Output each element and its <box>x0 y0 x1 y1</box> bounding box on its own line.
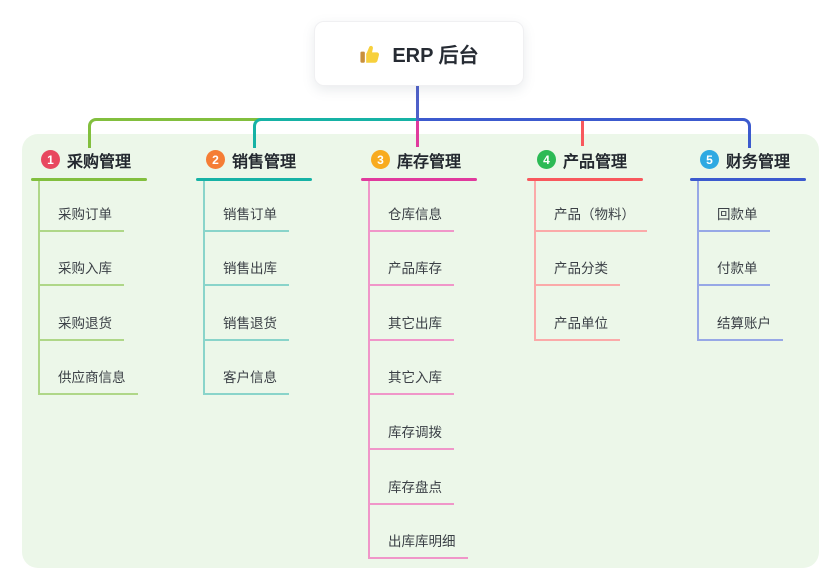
child-node[interactable]: 产品库存 <box>368 261 454 287</box>
child-node[interactable]: 销售退货 <box>203 316 289 341</box>
branch-number-badge: 4 <box>537 150 556 169</box>
child-node-label: 库存调拨 <box>388 424 442 440</box>
root-stem-line <box>416 84 419 121</box>
child-node-label: 产品单位 <box>554 315 608 331</box>
child-node-label: 产品库存 <box>388 261 442 277</box>
connector-branch-2 <box>253 118 419 148</box>
child-node-label: 采购退货 <box>58 315 112 331</box>
branch-number-badge: 1 <box>41 150 60 169</box>
child-node-label: 出库库明细 <box>388 534 456 550</box>
child-node[interactable]: 采购入库 <box>38 261 124 287</box>
child-node[interactable]: 客户信息 <box>203 370 289 396</box>
branch-underline-5 <box>690 178 806 181</box>
child-node-label: 其它入库 <box>388 370 442 386</box>
child-node[interactable]: 付款单 <box>697 261 770 287</box>
child-node-label: 销售订单 <box>223 206 277 222</box>
branch-child-guideline-3 <box>368 181 370 560</box>
child-node[interactable]: 库存调拨 <box>368 425 454 450</box>
branch-title-label: 库存管理 <box>397 153 462 171</box>
child-node-label: 销售退货 <box>223 315 277 331</box>
child-node[interactable]: 供应商信息 <box>38 370 138 396</box>
child-node-label: 销售出库 <box>223 261 277 277</box>
branch-child-guideline-2 <box>203 181 205 396</box>
child-node[interactable]: 销售订单 <box>203 207 289 232</box>
child-node-label: 采购订单 <box>58 206 112 222</box>
child-node-label: 回款单 <box>717 206 758 222</box>
child-node[interactable]: 其它出库 <box>368 316 454 341</box>
child-node-label: 采购入库 <box>58 261 112 277</box>
child-node-label: 仓库信息 <box>388 206 442 222</box>
branch-underline-1 <box>31 178 147 181</box>
branch-title-label: 产品管理 <box>563 153 628 171</box>
connector-branch-5 <box>419 118 751 148</box>
branch-node-5[interactable]: 5 财务管理 <box>700 149 791 171</box>
child-node[interactable]: 销售出库 <box>203 261 289 287</box>
child-node[interactable]: 采购退货 <box>38 316 124 341</box>
child-node[interactable]: 回款单 <box>697 207 770 232</box>
branch-number-badge: 3 <box>371 150 390 169</box>
child-node-label: 客户信息 <box>223 370 277 386</box>
child-node[interactable]: 库存盘点 <box>368 480 454 505</box>
child-node-label: 付款单 <box>717 261 758 277</box>
branch-child-guideline-4 <box>534 181 536 341</box>
branch-title-label: 财务管理 <box>726 153 791 171</box>
branch-node-2[interactable]: 2 销售管理 <box>206 149 297 171</box>
child-node-label: 其它出库 <box>388 315 442 331</box>
root-node[interactable]: ERP 后台 <box>314 21 524 86</box>
branch-underline-4 <box>527 178 643 181</box>
branch-title-label: 销售管理 <box>232 153 297 171</box>
child-node-label: 产品（物料） <box>554 206 635 222</box>
child-node[interactable]: 产品分类 <box>534 261 620 287</box>
child-node[interactable]: 出库库明细 <box>368 534 468 560</box>
child-node[interactable]: 仓库信息 <box>368 207 454 232</box>
child-node[interactable]: 其它入库 <box>368 370 454 396</box>
child-node-label: 库存盘点 <box>388 479 442 495</box>
connector-branch-4 <box>581 121 584 146</box>
child-node-label: 供应商信息 <box>58 370 126 386</box>
branch-title-label: 采购管理 <box>67 153 132 171</box>
thumbs-up-icon <box>359 42 382 65</box>
child-node-label: 结算账户 <box>717 315 771 331</box>
branch-node-4[interactable]: 4 产品管理 <box>537 149 628 171</box>
child-node[interactable]: 产品单位 <box>534 316 620 341</box>
branch-number-badge: 5 <box>700 150 719 169</box>
child-node[interactable]: 产品（物料） <box>534 207 647 232</box>
branches-panel <box>22 134 819 568</box>
child-node[interactable]: 结算账户 <box>697 316 783 341</box>
branch-underline-2 <box>196 178 312 181</box>
branch-node-1[interactable]: 1 采购管理 <box>41 149 132 171</box>
branch-underline-3 <box>361 178 477 181</box>
branch-node-3[interactable]: 3 库存管理 <box>371 149 462 171</box>
root-label: ERP 后台 <box>392 45 479 67</box>
child-node[interactable]: 采购订单 <box>38 207 124 232</box>
branch-child-guideline-1 <box>38 181 40 396</box>
branch-number-badge: 2 <box>206 150 225 169</box>
child-node-label: 产品分类 <box>554 261 608 277</box>
connector-branch-1 <box>88 118 419 148</box>
connector-branch-3 <box>416 121 419 147</box>
branch-child-guideline-5 <box>697 181 699 341</box>
